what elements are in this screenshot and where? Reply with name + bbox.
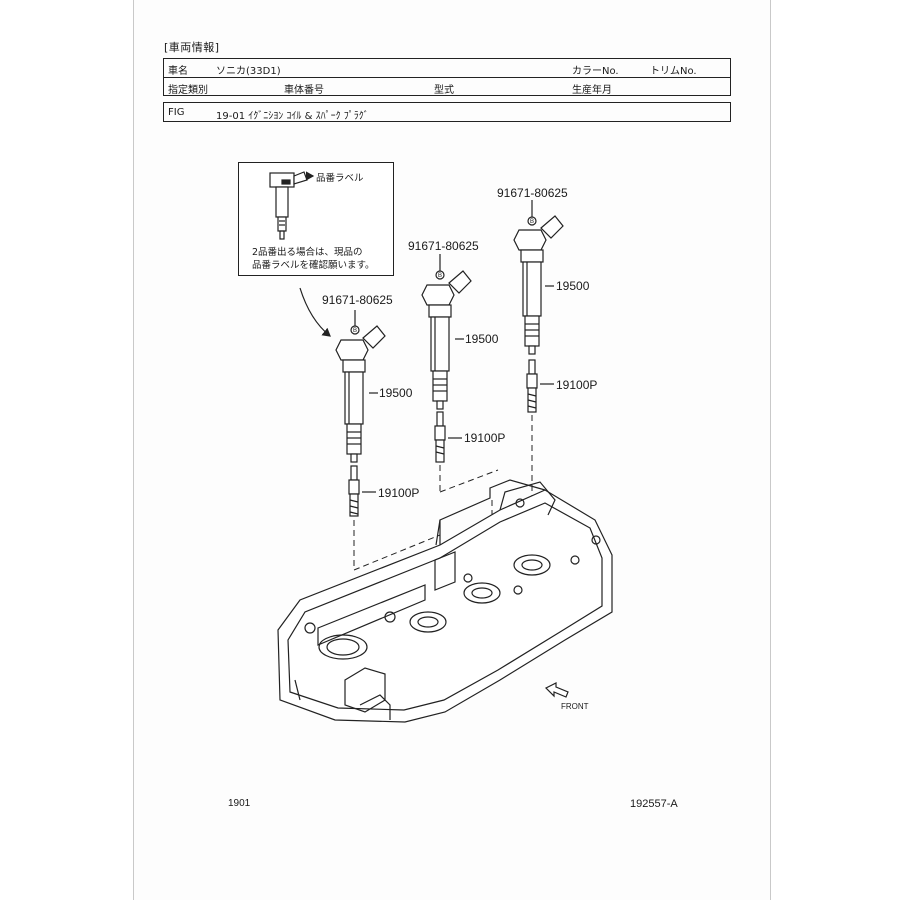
label-car-name: 車名: [168, 66, 188, 77]
front-label: FRONT: [561, 702, 589, 711]
bolt-marker-middle: B: [438, 273, 442, 279]
spark-plug-right: [526, 359, 554, 413]
info-row-2: 指定類別 車体番号 型式 生産年月: [164, 77, 730, 96]
ignition-coil-left: [335, 325, 386, 463]
callout-bolt-middle: 91671-80625: [408, 239, 479, 253]
inset-note-line-1: 2品番出る場合は、現品の: [252, 247, 363, 258]
spark-plug-left: [348, 465, 376, 517]
label-trim-no: トリムNo.: [650, 66, 697, 77]
callout-plug-right: 19100P: [556, 378, 598, 392]
vehicle-info-table: 車名 ソニカ(33D1) カラーNo. トリムNo. 指定類別 車体番号 型式 …: [163, 58, 731, 96]
label-vin: 車体番号: [284, 85, 324, 96]
callout-bolt-right: 91671-80625: [497, 186, 568, 200]
callout-coil-right: 19500: [556, 279, 590, 293]
ignition-coil-middle: [421, 270, 472, 410]
paper-sheet: [133, 0, 771, 900]
callout-plug-middle: 19100P: [464, 431, 506, 445]
spark-plug-middle: [434, 411, 462, 463]
inset-note-line-2: 品番ラベルを確認願います。: [252, 260, 375, 271]
bolt-marker-right: B: [530, 219, 534, 225]
inset-part-label: 品番ラベル: [316, 173, 364, 184]
reference-code: 192557-A: [630, 798, 678, 810]
callout-coil-middle: 19500: [465, 332, 499, 346]
label-model-type: 型式: [434, 85, 454, 96]
inset-pointer-arrow: [299, 287, 331, 337]
inset-note: 2品番出る場合は、現品の 品番ラベルを確認願います。: [252, 246, 375, 272]
cylinder-head-cover: [277, 479, 613, 723]
callout-coil-left: 19500: [379, 386, 413, 400]
label-designation: 指定類別: [168, 85, 208, 96]
fig-title: 19-01 ｲｸﾞﾆｼﾖﾝ ｺｲﾙ & ｽﾊﾟｰｸ ﾌﾟﾗｸﾞ: [216, 111, 369, 122]
info-row-1: 車名 ソニカ(33D1) カラーNo. トリムNo.: [164, 59, 730, 77]
callout-bolt-left: 91671-80625: [322, 293, 393, 307]
bolt-marker-left: B: [353, 328, 357, 334]
value-car-name: ソニカ(33D1): [216, 66, 281, 77]
fig-title-box: FIG 19-01 ｲｸﾞﾆｼﾖﾝ ｺｲﾙ & ｽﾊﾟｰｸ ﾌﾟﾗｸﾞ: [163, 102, 731, 122]
callout-plug-left: 19100P: [378, 486, 420, 500]
page-number: 1901: [228, 798, 251, 809]
fig-label: FIG: [168, 107, 185, 118]
inset-coil-icon: [269, 171, 315, 240]
label-production-date: 生産年月: [572, 85, 612, 96]
vehicle-info-heading: [車両情報]: [164, 41, 220, 54]
ignition-coil-right: [513, 215, 564, 355]
label-color-no: カラーNo.: [572, 66, 619, 77]
part-label-inset: [238, 162, 394, 276]
front-direction-arrow: [544, 682, 569, 698]
